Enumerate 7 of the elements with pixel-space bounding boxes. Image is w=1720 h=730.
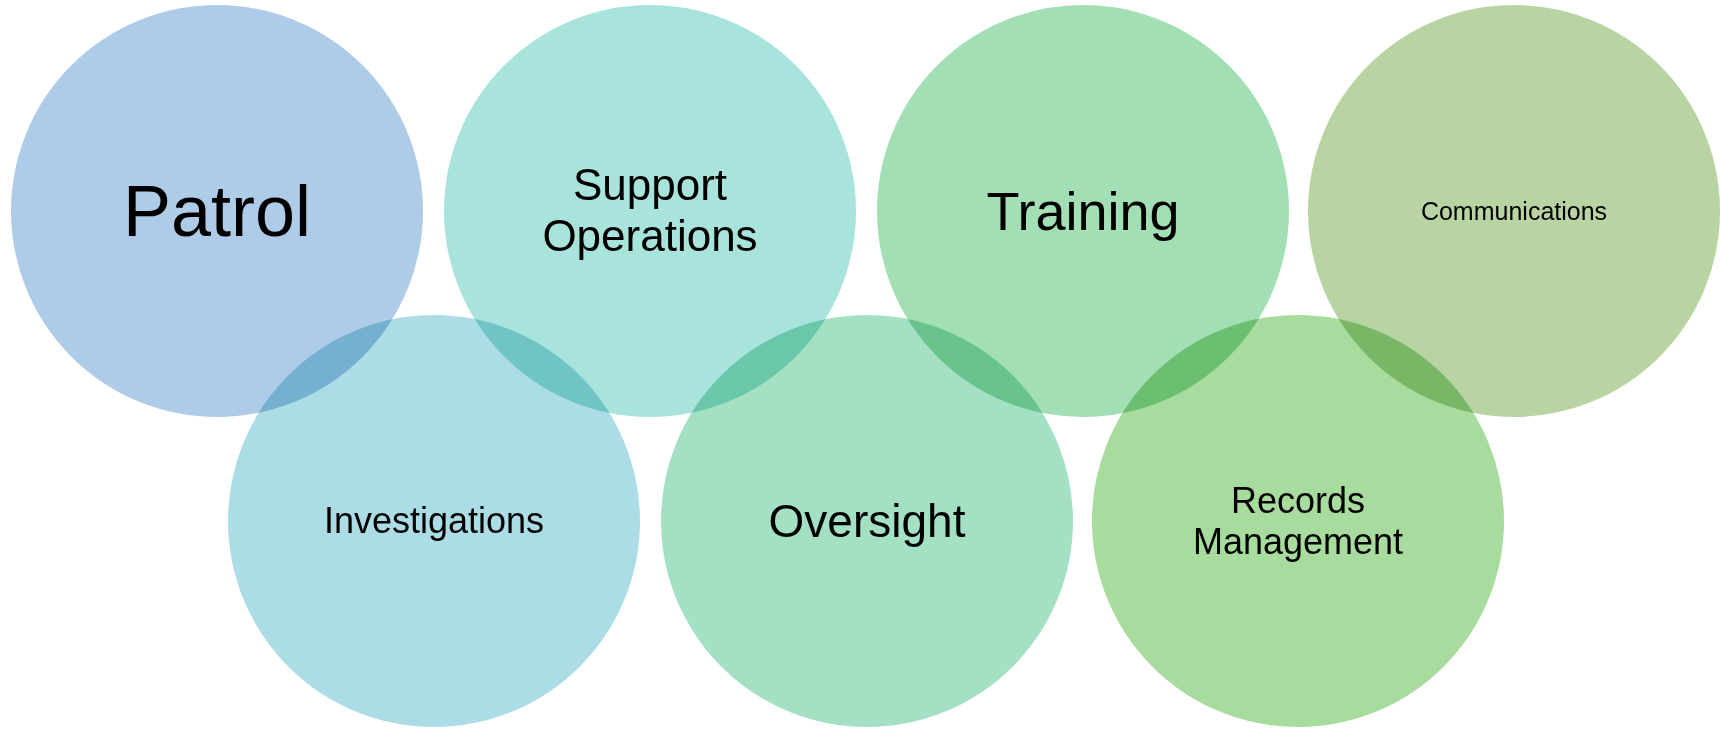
circle-label: Patrol: [122, 169, 312, 253]
circle-label: Investigations: [323, 500, 545, 542]
circle-label: Communications: [1420, 196, 1608, 226]
circle-label: Training: [986, 179, 1180, 243]
circle-label: Support Operations: [541, 160, 759, 262]
circle-label: Records Management: [1191, 479, 1405, 563]
circle-label: Oversight: [768, 494, 966, 548]
